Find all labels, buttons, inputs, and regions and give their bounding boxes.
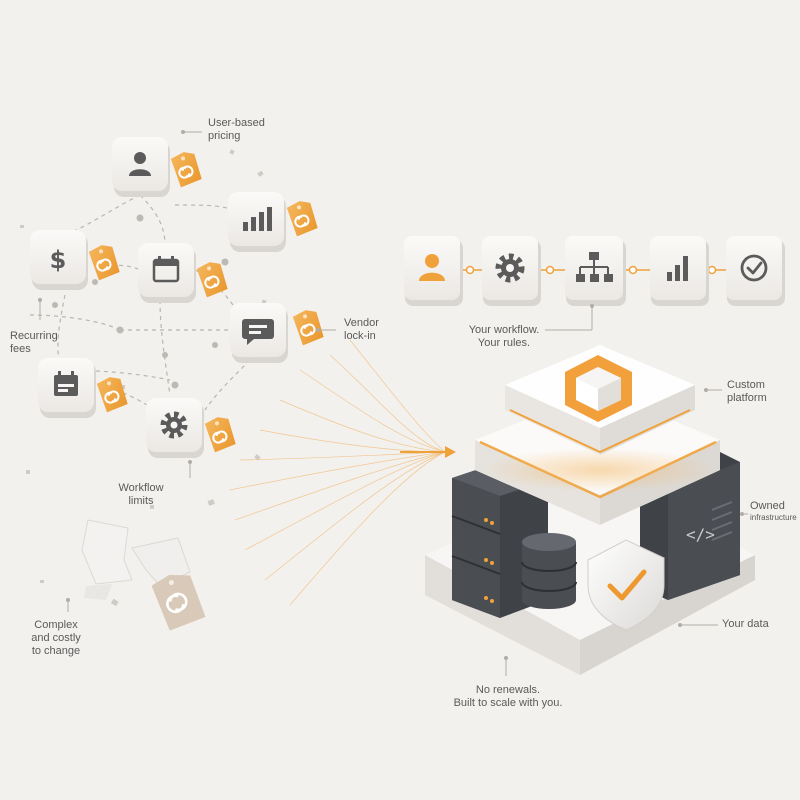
dollar-icon: $ (50, 246, 67, 274)
label-line: Your rules. (477, 337, 531, 349)
left-tile-gear (146, 398, 238, 458)
label-recurring-fees: Recurring fees (10, 330, 58, 356)
label-user-based-pricing: User-based pricing (208, 117, 265, 143)
label-owned-infrastructure: Owned infrastructure (750, 500, 797, 523)
label-line: Workflow (118, 482, 164, 494)
right-leaders (504, 388, 748, 676)
left-tile-calendar-2 (38, 358, 130, 418)
calendar-icon (54, 371, 78, 396)
label-workflow-limits: Workflow limits (108, 482, 174, 508)
bar-chart-icon (667, 256, 688, 281)
workflow-step-check (726, 236, 785, 306)
label-your-data: Your data (722, 618, 769, 630)
label-line: Custom (727, 379, 765, 391)
label-line: Owned (750, 500, 785, 512)
label-line: lock-in (344, 330, 376, 342)
broken-tile (81, 519, 206, 631)
workflow-step-flowchart (565, 236, 626, 306)
label-line: limits (128, 495, 154, 507)
workflow-step-bar-chart (650, 236, 709, 306)
workflow-row (404, 236, 785, 306)
label-line: Complex (34, 619, 78, 631)
workflow-step-gear (482, 236, 541, 306)
cube-icon (565, 355, 632, 422)
flow-arrow (400, 446, 456, 458)
left-tile-dollar: $ (30, 230, 122, 290)
network-nodes (52, 214, 229, 389)
label-line: Built to scale with you. (453, 697, 563, 709)
label-line: User-based (208, 117, 265, 129)
label-custom-platform: Custom platform (727, 379, 767, 405)
flowchart-icon (576, 252, 613, 282)
shield-icon (587, 539, 665, 631)
label-line: fees (10, 343, 31, 355)
check-circle-icon (740, 254, 768, 282)
left-tile-user (112, 137, 204, 197)
platform-stack: </> (425, 345, 755, 675)
label-line: Recurring (10, 330, 58, 342)
calendar-icon (152, 256, 180, 283)
label-complex-costly: Complex and costly to change (20, 619, 92, 658)
label-leaders (38, 130, 336, 612)
label-vendor-lock-in: Vendor lock-in (344, 317, 379, 343)
label-line: platform (727, 392, 767, 404)
gear-icon (160, 411, 188, 439)
workflow-leader (545, 304, 594, 331)
code-icon: </> (686, 525, 715, 544)
label-line: to change (31, 645, 81, 657)
left-tile-bar-chart (228, 192, 320, 252)
label-line-small: infrastructure (750, 513, 797, 522)
label-line: pricing (208, 130, 241, 142)
label-line: Your workflow. (468, 324, 540, 336)
left-tile-chat (230, 303, 326, 363)
label-your-workflow: Your workflow. Your rules. (458, 324, 550, 350)
label-no-renewals: No renewals. Built to scale with you. (440, 684, 576, 710)
left-tile-calendar (138, 243, 230, 303)
label-line: and costly (31, 632, 81, 644)
label-line: No renewals. (475, 684, 541, 696)
workflow-step-user (404, 236, 463, 306)
user-icon (129, 152, 151, 176)
chat-icon (242, 319, 274, 345)
gear-icon (495, 253, 525, 283)
flow-lines (229, 339, 446, 606)
user-icon (419, 254, 445, 281)
bar-chart-icon (243, 207, 272, 231)
database-icon (521, 533, 577, 609)
label-line: Vendor (344, 317, 379, 329)
